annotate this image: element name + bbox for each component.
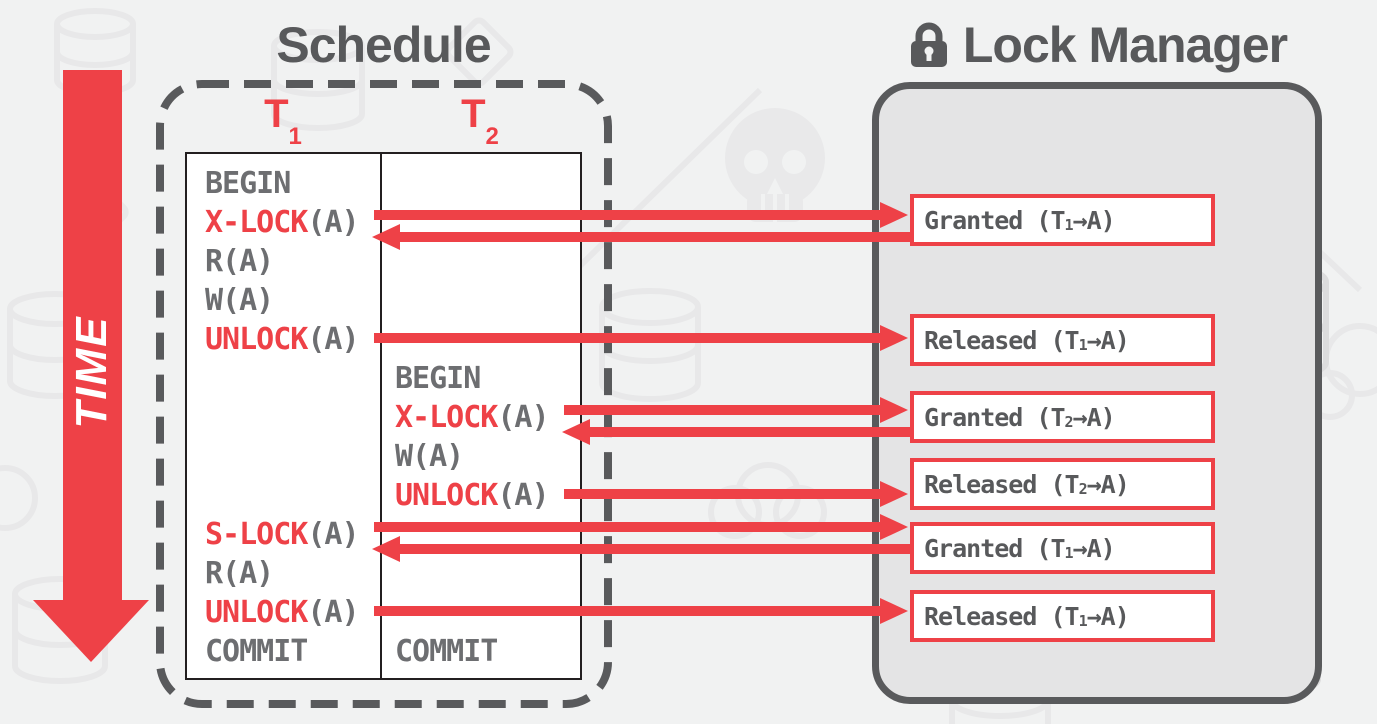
txn-subscript: 1 [288,123,302,151]
time-arrow-bar [63,70,122,602]
arrow-head [880,324,908,351]
arrow-shaft [588,426,912,437]
schedule-row: UNLOCK(A) [395,476,550,515]
txn-header-t2: T2 [435,92,525,149]
request-arrow [374,513,908,540]
txn-header-t1: T1 [238,92,328,149]
entry-status: Granted (T [924,402,1066,432]
lock-icon [910,22,947,67]
response-arrow [562,418,912,445]
schedule-row: COMMIT [395,632,498,671]
entry-object: →A) [1086,325,1130,355]
op-text: UNLOCK [395,478,498,513]
schedule-row: UNLOCK(A) [205,320,360,359]
op-text: W(A) [395,439,464,474]
arrow-head [880,597,908,624]
op-text: BEGIN [395,361,481,396]
entry-status: Granted (T [924,533,1066,563]
op-text: R(A) [205,244,274,279]
time-arrow-head [33,600,149,662]
schedule-row: BEGIN [205,164,291,203]
time-label: TIME [67,315,116,429]
op-text: R(A) [205,556,274,591]
request-arrow [564,480,908,507]
response-arrow [372,223,912,250]
request-arrow [564,396,908,423]
op-text: W(A) [205,283,274,318]
schedule-row: W(A) [395,437,464,476]
op-text: BEGIN [205,166,291,201]
op-text: (A) [307,322,359,357]
schedule-row: S-LOCK(A) [205,515,360,554]
op-text: UNLOCK [205,595,308,630]
arrow-shaft [374,605,882,616]
arrow-shaft [564,404,882,415]
arrow-head [880,396,908,423]
op-text: X-LOCK [205,205,308,240]
arrow-head [880,480,908,507]
arrow-shaft [564,488,882,499]
txn-subscript: 2 [485,123,499,151]
entry-object: →A) [1086,469,1130,499]
schedule-table-column-divider [380,152,382,680]
lock-manager-title-text: Lock Manager [962,17,1288,73]
schedule-row: X-LOCK(A) [205,203,360,242]
entry-status: Granted (T [924,205,1066,235]
txn-base: T [264,92,289,136]
entry-object: →A) [1072,205,1116,235]
schedule-row: BEGIN [395,359,481,398]
schedule-row: COMMIT [205,632,308,671]
response-arrow [372,535,912,562]
op-text: S-LOCK [205,517,308,552]
arrow-shaft [398,543,912,554]
arrow-head [372,535,400,562]
arrow-head [880,201,908,228]
entry-object: →A) [1086,601,1130,631]
op-text: COMMIT [395,634,498,669]
schedule-row: W(A) [205,281,274,320]
arrow-shaft [398,231,912,242]
op-text: (A) [307,517,359,552]
lock-manager-title: Lock Manager [872,16,1322,74]
arrow-shaft [374,332,882,343]
op-text: COMMIT [205,634,308,669]
schedule-title: Schedule [276,17,491,73]
entry-status: Released (T [924,325,1080,355]
entry-object: →A) [1072,402,1116,432]
request-arrow [374,597,908,624]
arrow-head [562,418,590,445]
op-text: UNLOCK [205,322,308,357]
entry-object: →A) [1072,533,1116,563]
schedule-row: UNLOCK(A) [205,593,360,632]
op-text: (A) [497,478,549,513]
op-text: (A) [307,595,359,630]
schedule-row: R(A) [205,554,274,593]
request-arrow [374,201,908,228]
op-text: X-LOCK [395,400,498,435]
arrow-head [372,223,400,250]
op-text: (A) [497,400,549,435]
entry-status: Released (T [924,601,1080,631]
entry-status: Released (T [924,469,1080,499]
op-text: (A) [307,205,359,240]
arrow-shaft [374,209,882,220]
arrow-head [880,513,908,540]
txn-base: T [461,92,486,136]
schedule-row: X-LOCK(A) [395,398,550,437]
arrow-shaft [374,521,882,532]
request-arrow [374,324,908,351]
schedule-row: R(A) [205,242,274,281]
